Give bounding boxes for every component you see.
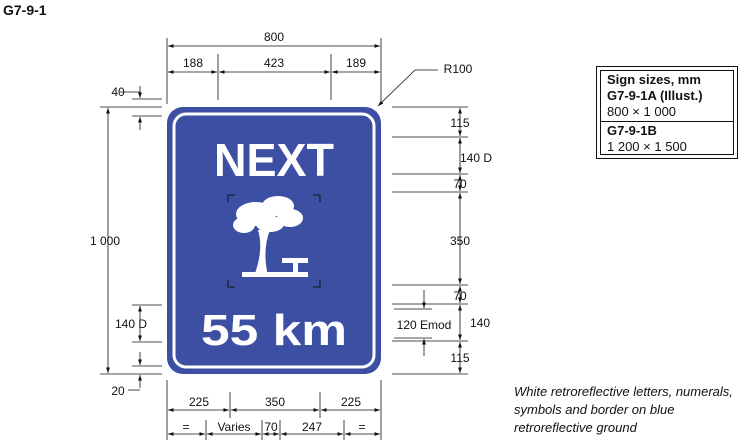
- dim-row-eq-left: =: [182, 420, 189, 434]
- dim-top-right: 189: [346, 56, 366, 70]
- dim-right-7: 115: [450, 351, 469, 365]
- dim-row-varies: Varies: [217, 420, 250, 434]
- variant-a-size: 800 × 1 000: [607, 104, 677, 119]
- sign-sizes-table: Sign sizes, mm G7-9-1A (Illust.) 800 × 1…: [596, 66, 738, 159]
- dim-row-247: 247: [302, 420, 322, 434]
- dim-row-70: 70: [264, 420, 278, 434]
- dim-bottom-left: 225: [189, 395, 209, 409]
- variant-b-size: 1 200 × 1 500: [607, 139, 687, 154]
- dim-right-6: 140: [470, 316, 490, 330]
- dim-top-total: 800: [264, 30, 284, 44]
- dim-bottom-right: 225: [341, 395, 361, 409]
- dim-right-4: 350: [450, 234, 470, 248]
- tree-and-picnic-table-icon: [233, 196, 308, 277]
- dim-right-1: 115: [450, 116, 469, 130]
- left-dimension-labels: 1 000 40 140 D 20: [90, 85, 147, 398]
- dim-left-top-margin: 40: [111, 85, 125, 99]
- dim-top-left: 188: [183, 56, 203, 70]
- right-dimension-labels: 115 140 D 70 350 70 140 120 Emod 115: [397, 116, 493, 365]
- material-caption: White retroreflective letters, numerals,…: [514, 384, 733, 435]
- variant-a-label: G7-9-1A (Illust.): [607, 88, 703, 103]
- dim-right-3: 70: [453, 177, 467, 191]
- right-dimension-lines: [392, 106, 468, 375]
- bottom-dimension-lines: [166, 380, 382, 440]
- variant-b-label: G7-9-1B: [607, 123, 657, 138]
- table-divider: [601, 121, 733, 122]
- left-dimension-lines: [100, 86, 162, 391]
- dim-right-5: 70: [453, 289, 467, 303]
- bottom-dimension-labels: 225 350 225 = Varies 70 247 =: [182, 395, 365, 434]
- figure-id: G7-9-1: [3, 2, 47, 18]
- sign-distance-text: 55 km: [201, 306, 347, 355]
- top-dimension-lines: [166, 38, 438, 107]
- dim-left-bottom-margin: 20: [111, 384, 125, 398]
- sizes-heading: Sign sizes, mm: [607, 72, 701, 87]
- dim-top-middle: 423: [264, 56, 284, 70]
- symbol-frame-marks: [227, 194, 321, 288]
- sign-panel: NEXT 55 km: [167, 107, 381, 374]
- dim-right-2: 140 D: [460, 151, 492, 165]
- dim-radius: R100: [444, 62, 473, 76]
- top-dimension-labels: 800 188 423 189 R100: [183, 30, 473, 76]
- dim-right-6-note: 120 Emod: [397, 318, 452, 332]
- dim-row-eq-right: =: [358, 420, 365, 434]
- dim-bottom-middle: 350: [265, 395, 285, 409]
- sign-top-text: NEXT: [214, 134, 334, 186]
- dim-left-letter-height: 140 D: [115, 317, 147, 331]
- dim-left-total: 1 000: [90, 234, 120, 248]
